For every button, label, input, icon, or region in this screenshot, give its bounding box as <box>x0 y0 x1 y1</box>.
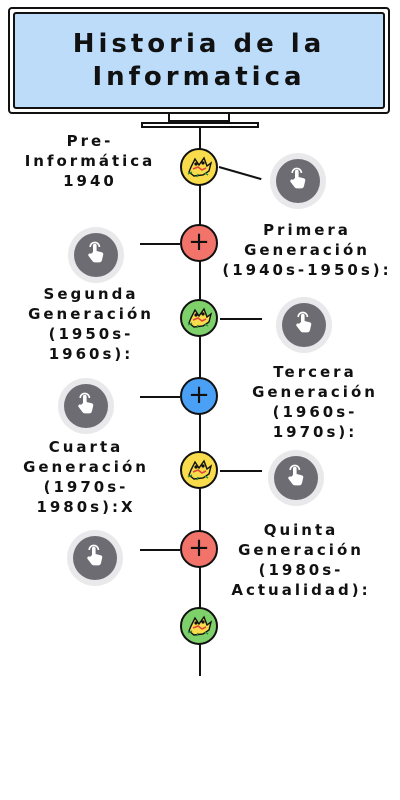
tap-hand-icon <box>285 464 307 492</box>
tap-button-quinta-generacion[interactable] <box>67 530 123 586</box>
monitor-base <box>141 122 259 128</box>
plus-icon: + <box>188 227 210 257</box>
tap-button-pre-informatica[interactable] <box>270 153 326 209</box>
tap-hand-icon <box>293 311 315 339</box>
timeline-label-segunda-generacion: Segunda Generación (1950s- 1960s): <box>28 285 154 363</box>
tap-hand-icon <box>75 392 97 420</box>
tap-button-segunda-generacion[interactable] <box>276 297 332 353</box>
tap-hand-icon <box>85 241 107 269</box>
title-screen: Historia de la Informatica <box>13 12 385 109</box>
timeline-node-quinta-generacion[interactable]: + <box>180 530 218 568</box>
timeline-label-tercera-generacion: Tercera Generación (1960s- 1970s): <box>252 363 378 441</box>
connector-line <box>220 318 262 320</box>
bug-icon <box>185 614 213 638</box>
monitor-stand <box>168 114 230 122</box>
timeline-node-pre-informatica[interactable] <box>180 148 218 186</box>
tap-hand-icon <box>84 544 106 572</box>
tap-button-cuarta-generacion[interactable] <box>268 450 324 506</box>
plus-icon: + <box>188 533 210 563</box>
plus-icon: + <box>188 380 210 410</box>
bug-icon <box>185 155 213 179</box>
bug-icon <box>185 458 213 482</box>
timeline-node-final[interactable] <box>180 607 218 645</box>
connector-line <box>218 166 262 181</box>
title-monitor: Historia de la Informatica <box>8 7 390 114</box>
timeline-node-segunda-generacion[interactable] <box>180 299 218 337</box>
connector-line <box>140 243 180 245</box>
timeline-label-pre-informatica: Pre- Informática 1940 <box>24 132 156 190</box>
page-title: Historia de la Informatica <box>72 28 326 92</box>
tap-hand-icon <box>287 167 309 195</box>
tap-button-primera-generacion[interactable] <box>68 227 124 283</box>
connector-line <box>140 396 180 398</box>
bug-icon <box>185 306 213 330</box>
timeline-label-cuarta-generacion: Cuarta Generación (1970s- 1980s):X <box>23 438 149 516</box>
timeline-node-primera-generacion[interactable]: + <box>180 224 218 262</box>
timeline-label-primera-generacion: Primera Generación (1940s-1950s): <box>222 221 392 279</box>
timeline-node-tercera-generacion[interactable]: + <box>180 377 218 415</box>
tap-button-tercera-generacion[interactable] <box>58 378 114 434</box>
connector-line <box>140 549 180 551</box>
connector-line <box>220 470 262 472</box>
timeline-node-cuarta-generacion[interactable] <box>180 451 218 489</box>
timeline-label-quinta-generacion: Quinta Generación (1980s- Actualidad): <box>231 521 371 599</box>
